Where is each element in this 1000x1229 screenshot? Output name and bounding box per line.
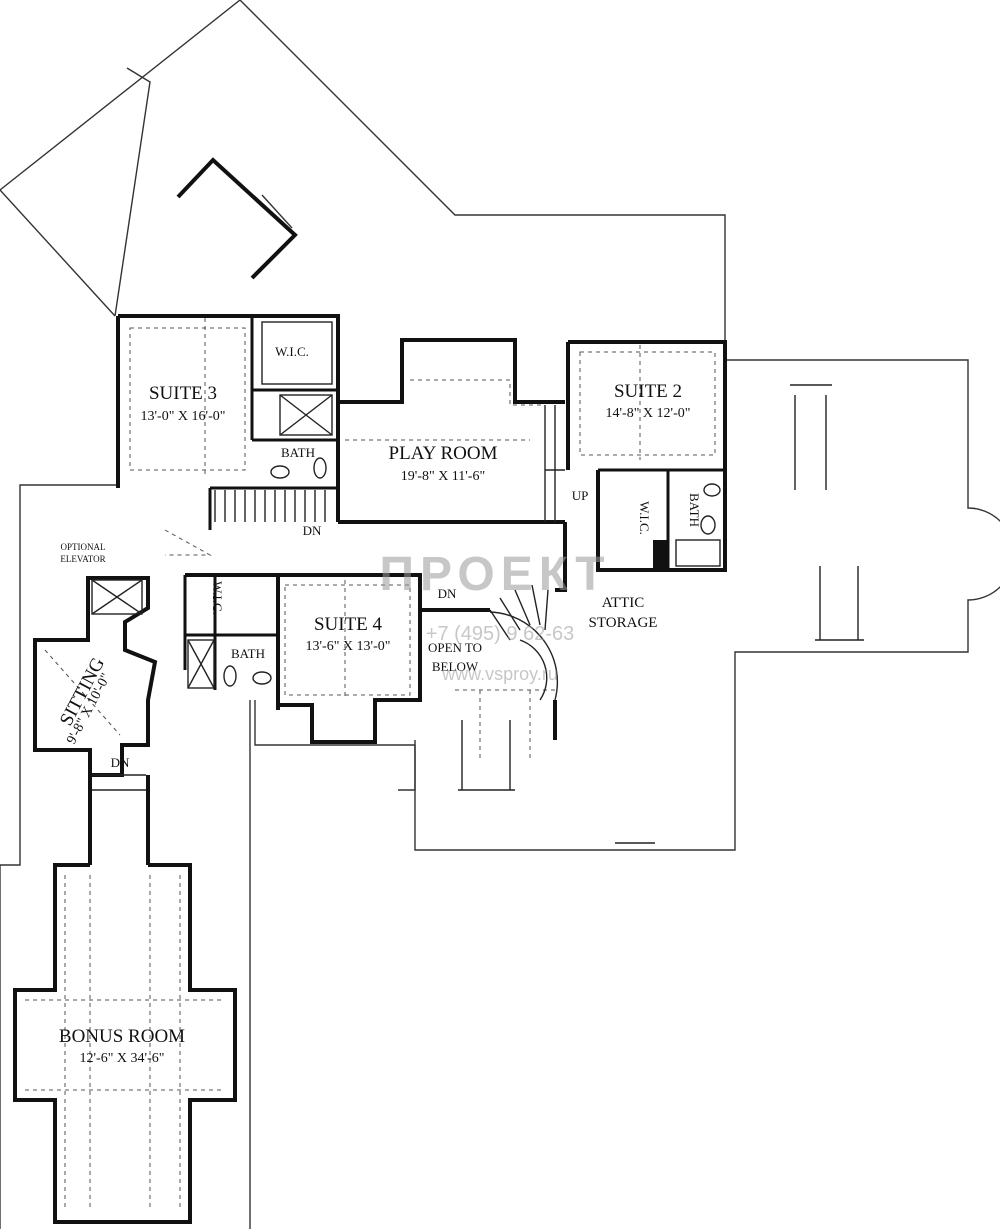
suite4-wic-label: W.I.C.	[210, 581, 225, 615]
suite4-dims: 13'-6" X 13'-0"	[306, 639, 391, 654]
suite4-name: SUITE 4	[314, 614, 383, 635]
optional-elevator-line1: OPTIONAL	[61, 542, 106, 552]
optional-elevator-line2: ELEVATOR	[60, 554, 105, 564]
play-room-dims: 19'-8" X 11'-6"	[401, 469, 485, 484]
walls	[13, 314, 727, 1224]
attic-storage-line2: STORAGE	[589, 615, 658, 631]
suite2-dims: 14'-8" X 12'-0"	[606, 406, 691, 421]
suite3-bath-label: BATH	[281, 445, 315, 460]
bonus-room-name: BONUS ROOM	[59, 1026, 185, 1047]
stair-up-label: UP	[572, 488, 589, 503]
suite4-bath-label: BATH	[231, 646, 265, 661]
room-labels: SUITE 3 13'-0" X 16'-0" PLAY ROOM 19'-8"…	[56, 344, 702, 1066]
attic-storage-line1: ATTIC	[602, 595, 645, 611]
open-to-below-line2: BELOW	[432, 659, 479, 674]
suite2-name: SUITE 2	[614, 381, 682, 402]
suite3-name: SUITE 3	[149, 383, 217, 404]
watermark-brand: ПРОЕКТ	[379, 548, 610, 601]
watermark-url: www.vsproy.ru	[441, 664, 558, 684]
open-to-below-line1: OPEN TO	[428, 640, 482, 655]
ceiling-lines	[25, 318, 716, 1210]
stair-dn-label-1: DN	[303, 523, 322, 538]
stair-dn-label-3: DN	[111, 755, 130, 770]
watermark-phone: +7 (495) 9 62-63	[426, 623, 574, 645]
bath-fixtures	[91, 321, 721, 689]
staircases	[92, 405, 565, 791]
suite2-wic-label: W.I.C.	[637, 501, 652, 535]
suite3-dims: 13'-0" X 16'-0"	[141, 409, 226, 424]
bonus-room-dims: 12'-6" X 34'-6"	[80, 1051, 165, 1066]
suite2-bath-label: BATH	[687, 493, 702, 527]
stair-dn-label-2: DN	[438, 586, 457, 601]
watermark: ПРОЕКТ +7 (495) 9 62-63 www.vsproy.ru	[379, 548, 610, 684]
roof-feature	[176, 157, 298, 280]
suite3-wic-label: W.I.C.	[275, 344, 309, 359]
play-room-name: PLAY ROOM	[389, 443, 498, 464]
